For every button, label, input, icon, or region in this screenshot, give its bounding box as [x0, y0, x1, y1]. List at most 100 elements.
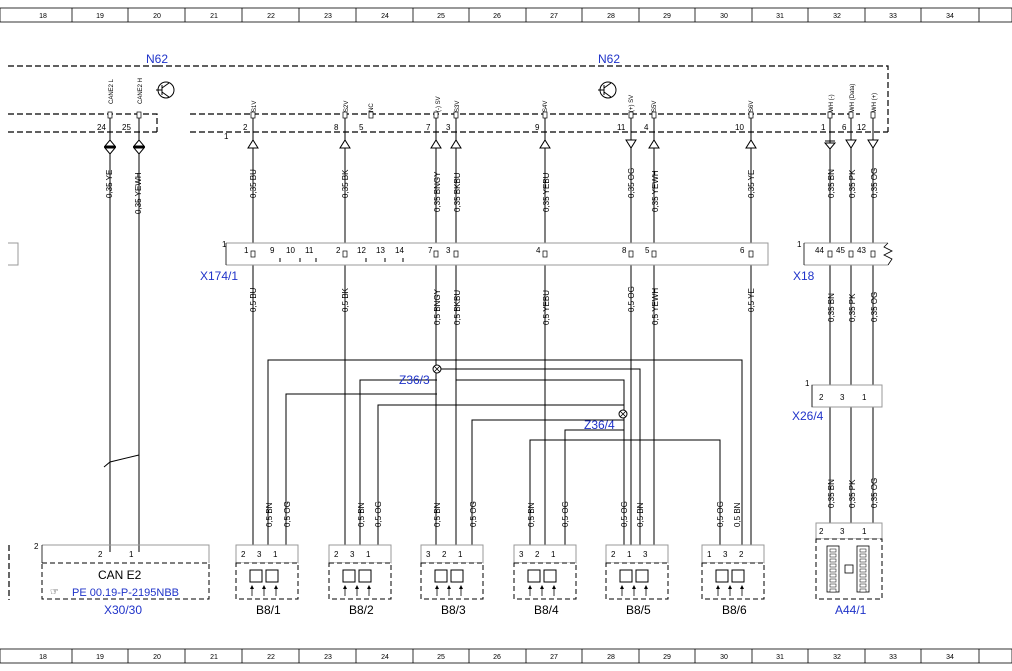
display-segment: [859, 583, 867, 588]
arrow-icon: [274, 585, 278, 589]
x26-label: X26/4: [792, 409, 824, 423]
ruler-number: 33: [889, 654, 897, 661]
sensor-pin: 2: [611, 550, 616, 559]
x174-pin: 13: [376, 246, 385, 255]
pin-marker: [542, 111, 548, 119]
signal-can-h: CANE2 H: [138, 78, 144, 104]
ruler-number: 23: [324, 654, 332, 661]
n62-pin: 25: [122, 123, 131, 132]
wire-label: 0,35 OG: [627, 168, 636, 198]
wire-label: 0,5 BN: [357, 502, 366, 527]
sensor-element-icon: [265, 569, 279, 583]
connector-stub: [8, 242, 19, 266]
arrow-up-icon: [132, 139, 146, 147]
arrow-icon: [447, 585, 451, 589]
wire-label: 0,5 OG: [561, 501, 570, 527]
signal-s1v: S1V: [252, 101, 258, 112]
x174-pin: 7: [428, 246, 433, 255]
can-e2-title: CAN E2: [98, 568, 142, 582]
arrow-down-icon: [132, 147, 146, 155]
pin-marker: [848, 111, 854, 119]
component-a44-1: 2 3 1 A44/1: [815, 522, 883, 617]
pin-marker: [748, 250, 754, 258]
arrow-icon: [540, 585, 544, 589]
display-segment: [859, 573, 867, 578]
ruler-number: 24: [381, 13, 389, 20]
n62-pin: 4: [644, 123, 649, 132]
signal-s4v: S4V: [543, 101, 549, 112]
sensor-label: B8/1: [256, 603, 281, 617]
ruler-number: 26: [493, 13, 501, 20]
arrow-up-icon: [430, 139, 442, 149]
ruler-number: 22: [267, 13, 275, 20]
connector-x18: 1 X18 44 45 43: [793, 240, 893, 283]
splice-z36-3: Z36/3: [399, 364, 442, 387]
pin-marker: [342, 111, 348, 119]
wire-label: 0,5 YE: [747, 288, 756, 312]
wire: [377, 404, 624, 545]
ruler-number: 19: [96, 654, 104, 661]
wire-label: 0,35 YEWH: [134, 172, 143, 214]
pin-marker: [250, 111, 256, 119]
arrow-icon: [620, 585, 624, 589]
x18-pin: 45: [836, 246, 845, 255]
pin-marker: [453, 111, 459, 119]
n62-pin: 12: [857, 123, 866, 132]
wire-label: 0,35 OG: [870, 168, 879, 198]
signal-s6v: S6V: [749, 101, 755, 112]
wire-label: 0,5 OG: [469, 501, 478, 527]
sensor-pin: 3: [643, 550, 648, 559]
ruler-number: 21: [210, 654, 218, 661]
n62-pin: 3: [446, 123, 451, 132]
x174-pin: 5: [645, 246, 650, 255]
arrow-down-icon: [867, 139, 879, 149]
ruler-number: 28: [607, 13, 615, 20]
wire-label: 0,5 BU: [249, 287, 258, 312]
arrow-up-icon: [450, 139, 462, 149]
pin-marker: [107, 111, 113, 119]
arrow-icon: [355, 585, 359, 589]
ruler-number: 20: [153, 654, 161, 661]
sensor-element-icon: [731, 569, 745, 583]
a44-pin: 1: [862, 527, 867, 536]
x18-end-pin: 1: [797, 240, 802, 249]
can-e2-reference-link[interactable]: PE 00.19-P-2195NBB: [72, 587, 179, 599]
ruler-number: 24: [381, 654, 389, 661]
pin-marker: [542, 250, 548, 258]
wire-label: 0,5 BN: [265, 502, 274, 527]
sensor-pin: 1: [366, 550, 371, 559]
ruler-number: 34: [946, 654, 954, 661]
display-segment: [829, 578, 837, 583]
ruler-number: 23: [324, 13, 332, 20]
n62-label-left: N62: [146, 52, 168, 66]
signal-sv-minus: (-) SV: [436, 96, 442, 112]
x26-pin: 1: [862, 393, 867, 402]
ruler-number: 30: [720, 13, 728, 20]
display-segment: [829, 588, 837, 593]
sensor-pin: 3: [723, 550, 728, 559]
pin-marker: [628, 111, 634, 119]
arrow-up-icon: [103, 139, 117, 147]
x30-pin: 1: [129, 550, 134, 559]
wire-label: 0,5 YEWH: [651, 288, 660, 325]
a44-label: A44/1: [835, 603, 867, 617]
connector-x26-4: 1 X26/4 2 3 1: [792, 379, 883, 423]
pin-marker: [827, 250, 833, 258]
pin-marker: [433, 250, 439, 258]
wire-label: 0,35 BN: [827, 293, 836, 322]
ruler-number: 30: [720, 654, 728, 661]
sensor-element-icon: [527, 569, 541, 583]
signal-wh-minus: WH (-): [829, 94, 835, 112]
arrow-icon: [716, 585, 720, 589]
pin-marker: [433, 111, 439, 119]
display-icon: [826, 545, 870, 593]
wire-label: 0,5 OG: [374, 501, 383, 527]
x26-pin: 2: [819, 393, 824, 402]
ruler-number: 32: [833, 654, 841, 661]
ruler-number: 25: [437, 13, 445, 20]
n62-pin: 6: [842, 123, 847, 132]
sensor-pin: 1: [627, 550, 632, 559]
x30-end-pin: 2: [34, 542, 39, 551]
ruler-number: 18: [39, 13, 47, 20]
